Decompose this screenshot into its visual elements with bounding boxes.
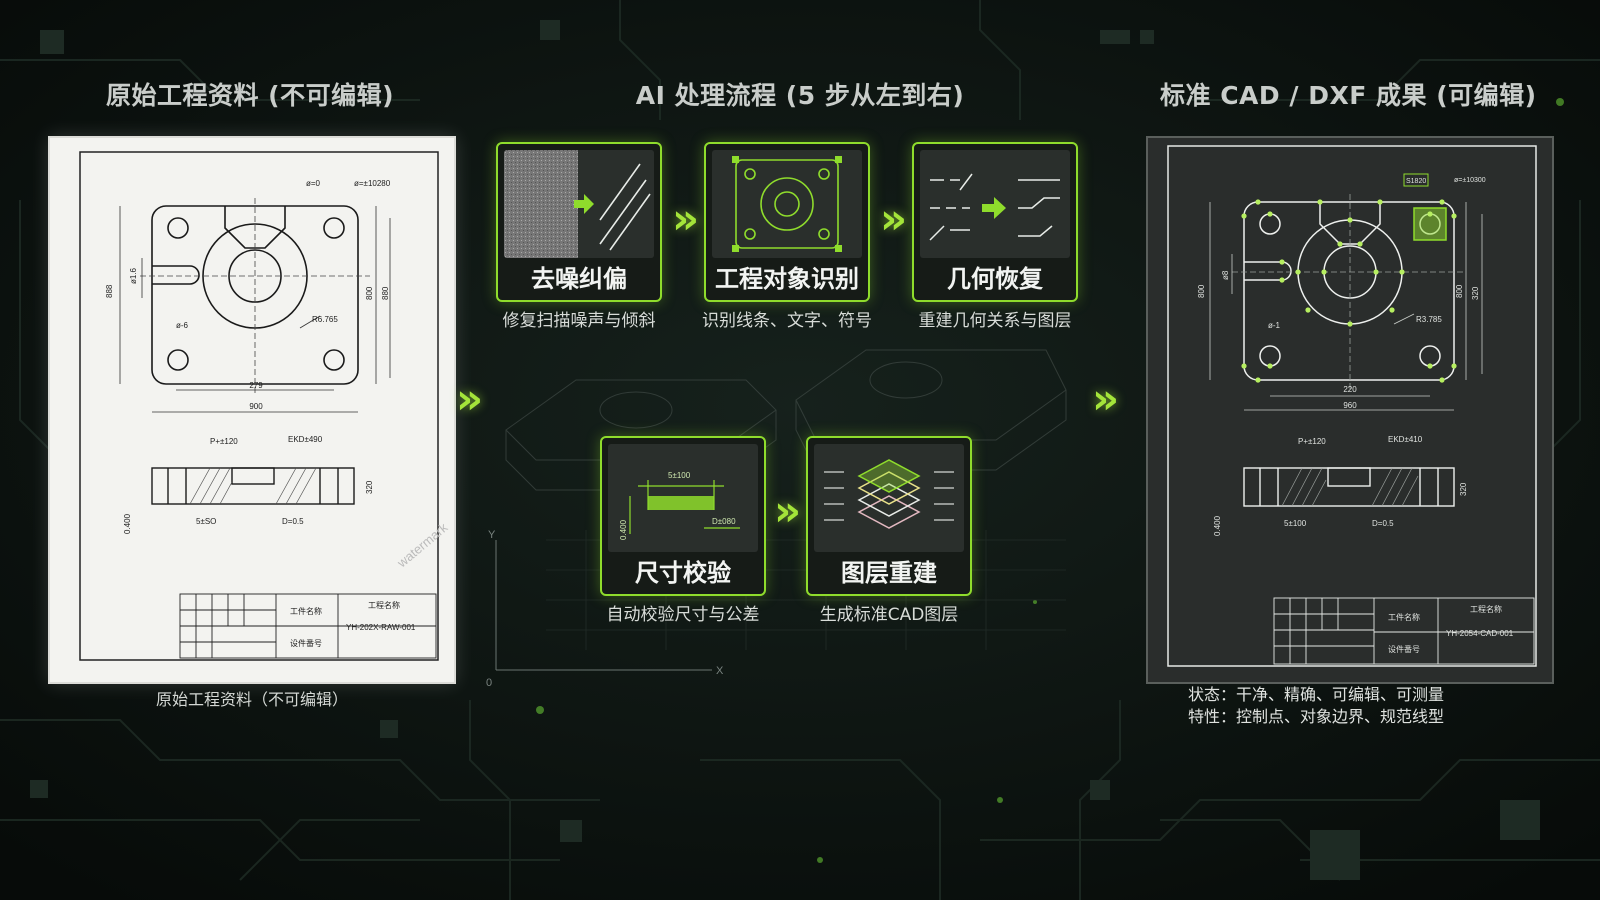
cad-dim-width: 960 (1343, 401, 1357, 410)
small-note: ø-6 (176, 321, 189, 330)
step-dimension-subtitle: 自动校验尺寸与公差 (606, 605, 760, 625)
axis-x-label: X (716, 665, 724, 677)
step-dimension-image: 5±100 D±080 0.400 (608, 444, 758, 552)
dim-height-right: 800 (365, 286, 374, 300)
dim-width: 900 (249, 402, 263, 411)
original-drawing: 279 900 888 ø1.6 800 880 ø=0 ø=±10280 R6… (79, 151, 451, 661)
step4-right-note: D±080 (712, 517, 736, 526)
cad-section-bottom-2: D=0.5 (1372, 519, 1394, 528)
step-geometry-title: 几何恢复 (947, 265, 1043, 293)
section-bottom-2: D=0.5 (282, 517, 304, 526)
arrow-step2-step3-icon: » (880, 194, 908, 243)
dim-height-left: 888 (105, 284, 114, 298)
step4-top-note: 5±100 (668, 471, 691, 480)
step-recognition-title: 工程对象识别 (715, 265, 859, 293)
dim-height-small: ø1.6 (129, 267, 138, 284)
arrow-step1-step2-icon: » (672, 194, 700, 243)
step-denoise-subtitle: 修复扫描噪声与倾斜 (502, 311, 656, 331)
title-label-3: 设件番号 (290, 638, 322, 648)
step-recognition-card[interactable]: 工程对象识别 (704, 142, 870, 302)
cad-title-label-2: 工程名称 (1470, 604, 1502, 614)
drawing-number: YH-202X-RAW-001 (346, 623, 416, 632)
original-caption: 原始工程资料（不可编辑） (155, 690, 348, 709)
arrow-step4-step5-icon: » (774, 486, 802, 535)
axis-origin-label: 0 (486, 677, 492, 689)
result-status-line-2: 特性：控制点、对象边界、规范线型 (1188, 707, 1445, 726)
control-points (1241, 199, 1457, 383)
cad-hole-note-2: ø=±10300 (1454, 177, 1486, 184)
title-label-2: 工程名称 (368, 600, 400, 610)
result-status-block: 状态：干净、精确、可编辑、可测量 特性：控制点、对象边界、规范线型 (1188, 684, 1444, 728)
step-geometry-image (920, 150, 1070, 258)
cad-section-note-1: P+±120 (1298, 437, 1326, 446)
cad-section-left: 0.400 (1213, 515, 1222, 536)
section-note-2: EKD±490 (288, 435, 323, 444)
arrow-left-to-process-icon: » (456, 374, 484, 423)
arrow-process-to-result-icon: » (1092, 374, 1120, 423)
radius-note: R6.765 (312, 315, 338, 324)
step-layers-card[interactable]: 图层重建 (806, 436, 972, 596)
step-recognition-image (712, 150, 862, 258)
section-note-1: P+±120 (210, 437, 238, 446)
cad-section-note-2: EKD±410 (1388, 435, 1423, 444)
original-drawing-sheet: 279 900 888 ø1.6 800 880 ø=0 ø=±10280 R6… (48, 136, 456, 684)
cad-result-drawing: 220 960 800 ø8 800 320 S1820 ø=±10300 R3… (1167, 145, 1537, 667)
cad-section-height: 320 (1459, 482, 1468, 496)
cad-result-sheet: 220 960 800 ø8 800 320 S1820 ø=±10300 R3… (1146, 136, 1554, 684)
step-dimension-card[interactable]: 5±100 D±080 0.400 尺寸校验 (600, 436, 766, 596)
heading-result: 标准 CAD / DXF 成果 (可编辑) (1160, 81, 1537, 110)
watermark: watermark (394, 519, 451, 570)
dim-width-small: 279 (249, 381, 263, 390)
wireframe-background: Y X 0 (486, 349, 1067, 689)
cad-dim-height-right: 800 (1455, 284, 1464, 298)
cad-drawing-number: YH-2054-CAD-001 (1446, 629, 1514, 638)
step-denoise-card[interactable]: 去噪纠偏 (496, 142, 662, 302)
cad-dim-height-right2: 320 (1471, 286, 1480, 300)
title-label-1: 工件名称 (290, 606, 322, 616)
heading-original: 原始工程资料 (不可编辑) (105, 81, 395, 110)
step-denoise-title: 去噪纠偏 (531, 265, 627, 293)
axis-y-label: Y (488, 529, 496, 541)
step4-left-note: 0.400 (619, 519, 628, 540)
cad-dim-height-left: 800 (1197, 284, 1206, 298)
result-status-line-1: 状态：干净、精确、可编辑、可测量 (1188, 685, 1445, 704)
step-layers-title: 图层重建 (841, 559, 937, 587)
hole-note-2: ø=±10280 (354, 179, 391, 188)
heading-process: AI 处理流程 (5 步从左到右) (635, 81, 965, 110)
cad-hole-tag: S1820 (1406, 178, 1426, 185)
dim-height-right2: 880 (381, 286, 390, 300)
hole-note: ø=0 (306, 179, 321, 188)
cad-small-note: ø-1 (1268, 321, 1281, 330)
cad-radius-note: R3.785 (1416, 315, 1442, 324)
step-geometry-subtitle: 重建几何关系与图层 (918, 311, 1072, 331)
cad-dim-width-small: 220 (1343, 385, 1357, 394)
section-bottom-1: 5±SO (196, 517, 216, 526)
cad-dim-height-small: ø8 (1221, 270, 1230, 280)
step-dimension-title: 尺寸校验 (635, 559, 731, 587)
section-height: 320 (365, 480, 374, 494)
cad-section-bottom-1: 5±100 (1284, 519, 1307, 528)
step-geometry-card[interactable]: 几何恢复 (912, 142, 1078, 302)
step-layers-image (814, 444, 964, 552)
cad-title-label-3: 设件番号 (1388, 644, 1420, 654)
step-denoise-image (504, 150, 654, 258)
step-recognition-subtitle: 识别线条、文字、符号 (702, 311, 872, 331)
cad-title-label-1: 工件名称 (1388, 612, 1420, 622)
section-left: 0.400 (123, 513, 132, 534)
step-layers-subtitle: 生成标准CAD图层 (819, 605, 959, 625)
